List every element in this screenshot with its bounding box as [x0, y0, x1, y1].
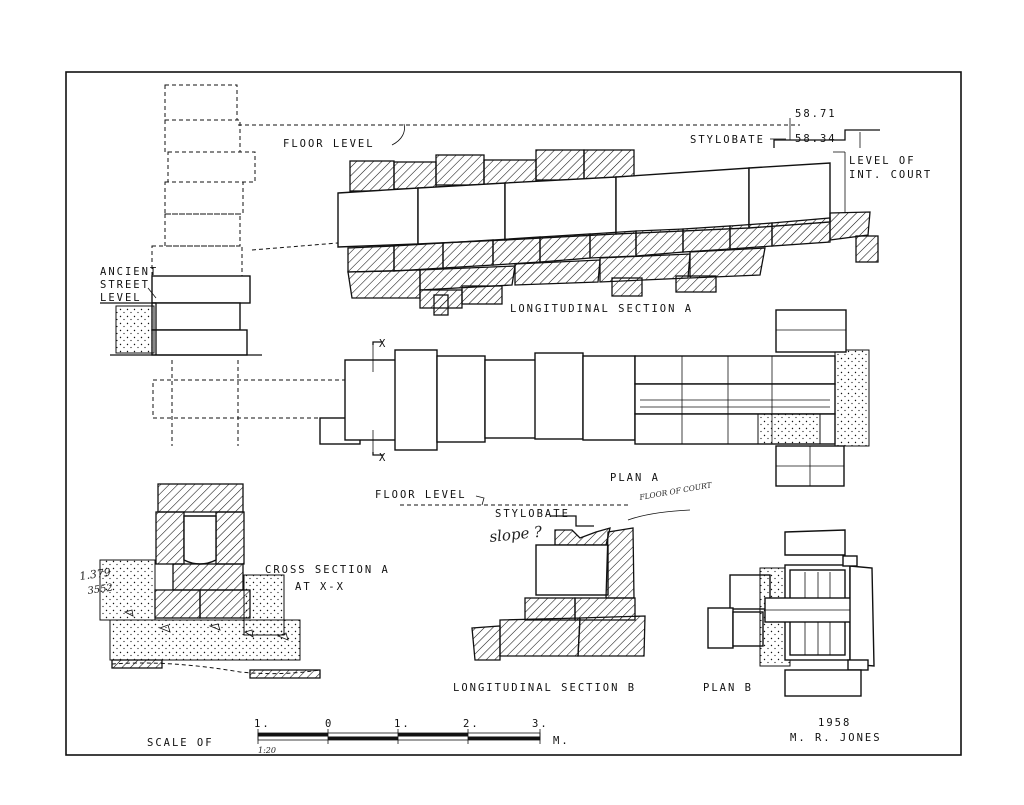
scale-tick-label-3: 1.	[394, 718, 411, 730]
stylobate-label-b: STYLOBATE	[495, 508, 570, 520]
stylobate-label-top: STYLOBATE	[690, 134, 765, 146]
floor-level-label-top: FLOOR LEVEL	[283, 138, 375, 150]
ancient-street-line2: STREET	[100, 279, 150, 291]
cross-section-title-line1: CROSS SECTION A	[265, 564, 390, 576]
longitudinal-section-a-title: LONGITUDINAL SECTION A	[510, 303, 693, 315]
scale-tick-label-4: 2.	[463, 718, 480, 730]
handwritten-number-1: 1.379	[79, 566, 112, 583]
scale-tick-label-2: 0	[325, 718, 333, 730]
plan-a	[152, 309, 870, 487]
drawing-author: M. R. JONES	[790, 732, 882, 744]
scale-unit-label: M.	[553, 735, 570, 747]
ancient-street-line3: LEVEL	[100, 292, 142, 304]
section-mark-x-bottom: X	[379, 452, 387, 464]
drawing-border	[65, 71, 962, 756]
plan-b-title: PLAN B	[703, 682, 753, 694]
section-mark-x-top: X	[379, 338, 387, 350]
longitudinal-section-b-title: LONGITUDINAL SECTION B	[453, 682, 636, 694]
plan-b	[707, 529, 875, 697]
cross-section-a	[99, 483, 321, 679]
elevation-lower: 58.34	[795, 133, 837, 145]
scale-bar	[257, 729, 541, 744]
handwritten-number-2: 3552	[87, 583, 114, 597]
scale-tick-label-5: 3.	[532, 718, 549, 730]
scale-tick-label-1: 1.	[254, 718, 271, 730]
floor-level-label-b: FLOOR LEVEL	[375, 489, 467, 501]
level-of-court-line1: LEVEL OF	[849, 155, 916, 167]
slope-note: slope ?	[489, 522, 544, 546]
longitudinal-section-a	[337, 118, 880, 316]
street-elevation	[100, 84, 800, 356]
scale-of-label: SCALE OF	[147, 737, 214, 749]
cross-section-title-line2: AT X-X	[295, 581, 345, 593]
plan-a-title: PLAN A	[610, 472, 660, 484]
level-of-court-line2: INT. COURT	[849, 169, 932, 181]
elevation-upper: 58.71	[795, 108, 837, 120]
drawing-year: 1958	[818, 717, 851, 729]
scale-ratio-note: 1:20	[258, 746, 276, 755]
longitudinal-section-b	[400, 504, 646, 661]
ancient-street-line1: ANCIENT	[100, 266, 158, 278]
